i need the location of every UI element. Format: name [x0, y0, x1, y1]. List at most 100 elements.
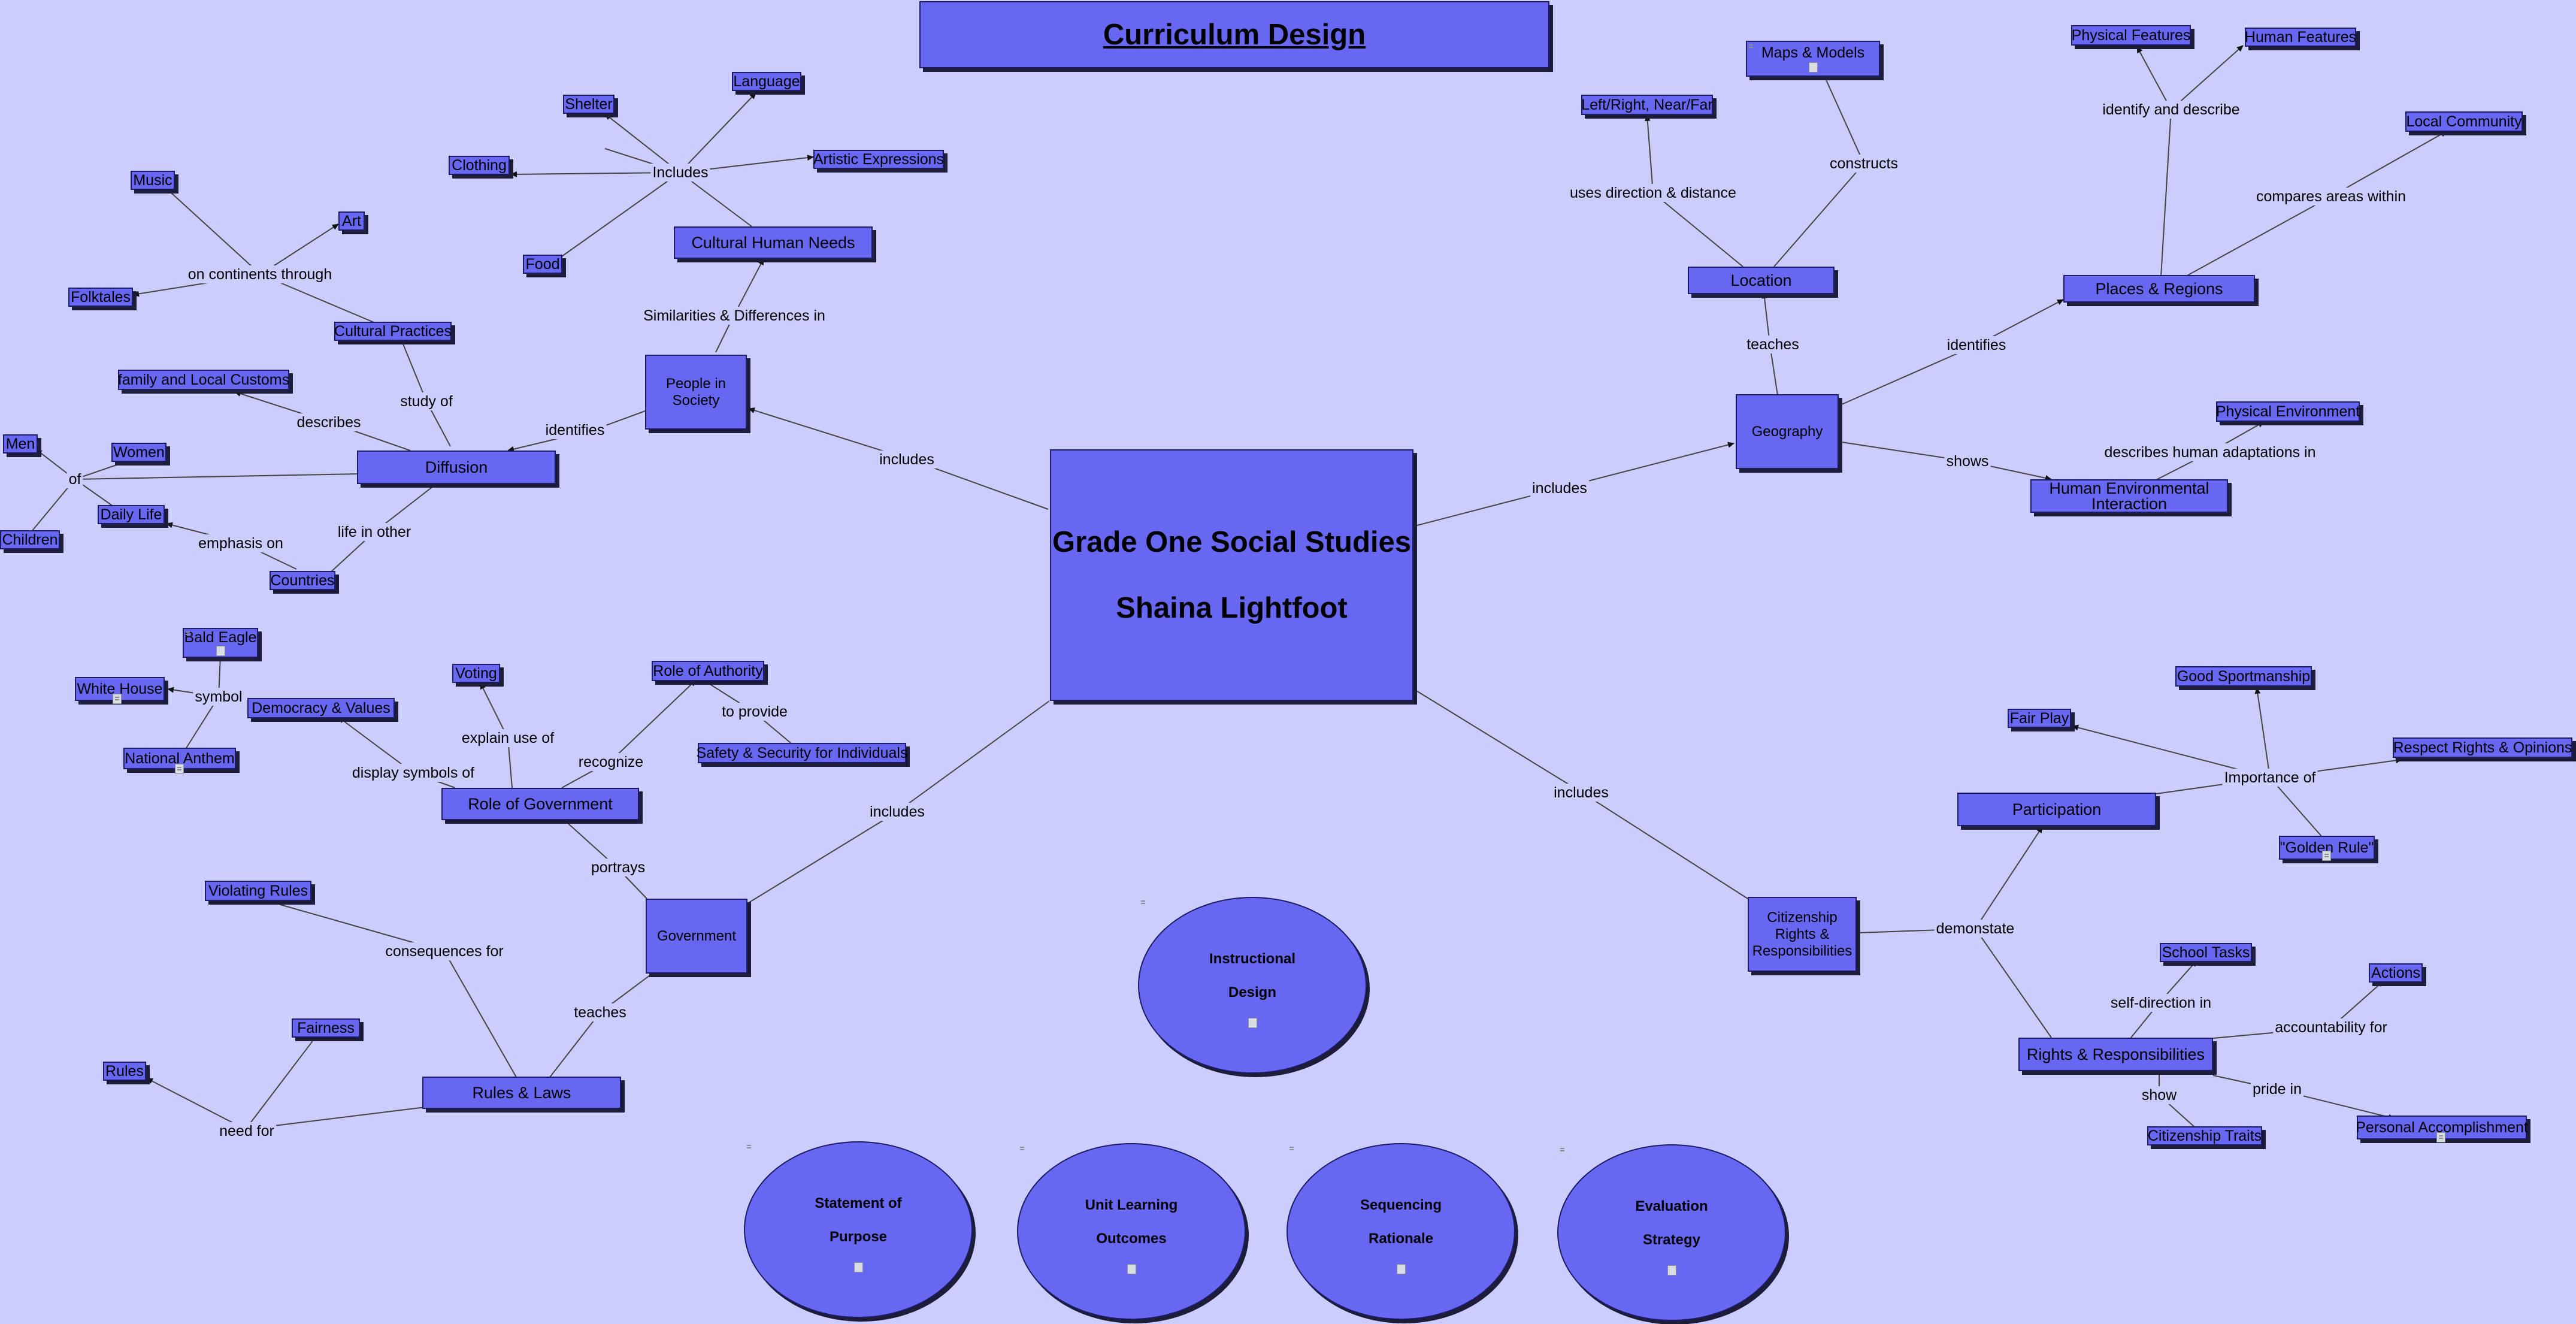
- node-role-of-government[interactable]: Role of Government: [441, 788, 639, 820]
- link-label: Importance of: [2222, 769, 2318, 787]
- maps-models-label: Maps & Models: [1761, 44, 1865, 61]
- node-physical-environment[interactable]: Physical Environment: [2216, 401, 2360, 422]
- link-label: portrays: [589, 859, 647, 876]
- node-clothing[interactable]: Clothing: [449, 156, 510, 175]
- national-anthem-label: National Anthem: [125, 749, 235, 767]
- node-democracy-values[interactable]: Democracy & Values: [247, 698, 395, 718]
- link-label: pride in: [2251, 1080, 2303, 1098]
- page-title: Curriculum Design: [919, 1, 1549, 68]
- ellipse-instructional-design[interactable]: Instructional Design: [1138, 897, 1367, 1074]
- link-label: demonstate: [1934, 920, 2017, 938]
- link-label: symbol: [193, 688, 244, 706]
- document-icon[interactable]: [853, 1262, 863, 1272]
- node-rights-responsibilities[interactable]: Rights & Responsibilities: [2018, 1038, 2213, 1071]
- ellipse-line: Statement of: [815, 1195, 902, 1211]
- node-rules-laws[interactable]: Rules & Laws: [422, 1077, 621, 1109]
- node-location[interactable]: Location: [1688, 267, 1835, 294]
- node-fair-play[interactable]: Fair Play: [2008, 709, 2071, 728]
- ellipse-line: Strategy: [1642, 1232, 1701, 1248]
- node-golden-rule[interactable]: "Golden Rule": [2279, 836, 2375, 860]
- node-voting[interactable]: Voting: [452, 664, 500, 683]
- link-label: display symbols of: [350, 764, 477, 782]
- node-participation[interactable]: Participation: [1957, 793, 2156, 826]
- ellipse-line: Unit Learning: [1085, 1197, 1178, 1213]
- link-label: Similarities & Differences in: [641, 307, 827, 325]
- node-geography[interactable]: Geography: [1736, 394, 1839, 469]
- node-left-right[interactable]: Left/Right, Near/Far: [1581, 95, 1713, 115]
- node-school-tasks[interactable]: School Tasks: [2160, 943, 2252, 962]
- node-children[interactable]: Children: [0, 530, 60, 549]
- node-artistic-expressions[interactable]: Artistic Expressions: [813, 150, 944, 169]
- document-icon[interactable]: [1396, 1264, 1406, 1274]
- node-human-features[interactable]: Human Features: [2245, 28, 2356, 47]
- ellipse-evaluation-strategy[interactable]: Evaluation Strategy: [1557, 1144, 1786, 1321]
- document-icon[interactable]: [1127, 1264, 1136, 1274]
- ellipse-line: Rationale: [1368, 1231, 1434, 1247]
- link-label: self-direction in: [2108, 994, 2214, 1012]
- ellipse-line: Outcomes: [1096, 1231, 1167, 1247]
- document-icon[interactable]: [175, 764, 184, 774]
- link-label: recognize: [576, 753, 646, 771]
- ellipse-unit-learning-outcomes[interactable]: Unit Learning Outcomes: [1017, 1143, 1246, 1320]
- ellipse-sequencing-rationale[interactable]: Sequencing Rationale: [1287, 1143, 1515, 1320]
- node-actions[interactable]: Actions: [2369, 963, 2423, 983]
- node-cultural-human-needs[interactable]: Cultural Human Needs: [674, 226, 873, 259]
- node-local-community[interactable]: Local Community: [2405, 111, 2523, 132]
- ellipse-line: Design: [1228, 984, 1276, 1000]
- link-label: teaches: [1745, 335, 1801, 353]
- node-physical-features[interactable]: Physical Features: [2071, 25, 2191, 46]
- node-daily-life[interactable]: Daily Life: [98, 505, 165, 524]
- node-music[interactable]: Music: [131, 171, 175, 190]
- center-node[interactable]: Grade One Social Studies Shaina Lightfoo…: [1050, 449, 1413, 701]
- node-folktales[interactable]: Folktales: [68, 288, 133, 307]
- document-icon[interactable]: [113, 694, 122, 704]
- link-label: emphasis on: [196, 534, 285, 552]
- node-maps-models[interactable]: Maps & Models: [1746, 41, 1880, 77]
- node-language[interactable]: Language: [732, 72, 801, 91]
- ellipse-statement-of-purpose[interactable]: Statement of Purpose: [744, 1141, 973, 1318]
- link-label: to provide: [720, 703, 789, 721]
- link-label: describes: [295, 413, 363, 431]
- document-icon[interactable]: [1248, 1018, 1257, 1028]
- node-women[interactable]: Women: [111, 443, 167, 462]
- link-label: includes: [1552, 784, 1611, 802]
- link-label: of: [66, 470, 83, 488]
- node-role-of-authority[interactable]: Role of Authority: [652, 661, 764, 681]
- link-label: identify and describe: [2100, 101, 2242, 119]
- link-label: show: [2139, 1086, 2179, 1104]
- document-icon[interactable]: [2322, 851, 2331, 861]
- node-human-env-interaction[interactable]: Human Environmental Interaction: [2030, 479, 2228, 513]
- node-countries[interactable]: Countries: [270, 571, 335, 590]
- node-diffusion[interactable]: Diffusion: [357, 451, 556, 484]
- node-citizenship[interactable]: Citizenship Rights & Responsibilities: [1748, 897, 1857, 972]
- node-respect-rights[interactable]: Respect Rights & Opinions: [2393, 737, 2572, 758]
- document-icon[interactable]: [1808, 62, 1818, 72]
- node-cultural-practices[interactable]: Cultural Practices: [334, 322, 452, 341]
- node-people-in-society[interactable]: People in Society: [645, 355, 747, 430]
- document-icon[interactable]: [2436, 1132, 2445, 1142]
- center-title: Grade One Social Studies: [1052, 526, 1412, 558]
- link-label: identifies: [1945, 336, 2008, 354]
- ellipse-line: Instructional: [1209, 951, 1295, 967]
- link-label: consequences for: [383, 942, 505, 960]
- node-safety-security[interactable]: Safety & Security for Individuals: [697, 743, 907, 763]
- node-fairness[interactable]: Fairness: [292, 1018, 360, 1038]
- document-icon[interactable]: [1667, 1265, 1676, 1275]
- node-art[interactable]: Art: [338, 211, 365, 231]
- link-label: includes: [868, 803, 927, 821]
- node-government[interactable]: Government: [646, 899, 747, 974]
- node-violating-rules[interactable]: Violating Rules: [205, 881, 311, 901]
- link-label: Includes: [650, 164, 710, 182]
- node-food[interactable]: Food: [523, 255, 562, 274]
- document-icon[interactable]: [216, 646, 225, 656]
- node-rules[interactable]: Rules: [103, 1062, 146, 1081]
- node-shelter[interactable]: Shelter: [563, 95, 615, 114]
- node-men[interactable]: Men: [3, 434, 38, 454]
- node-places-regions[interactable]: Places & Regions: [2063, 275, 2255, 303]
- node-bald-eagle[interactable]: Bald Eagle: [183, 628, 258, 658]
- node-citizenship-traits[interactable]: Citizenship Traits: [2147, 1126, 2262, 1145]
- node-good-sportsmanship[interactable]: Good Sportmanship: [2175, 666, 2312, 687]
- node-family-local-customs[interactable]: family and Local Customs: [118, 370, 289, 390]
- link-label: constructs: [1828, 155, 1900, 173]
- ellipse-line: Evaluation: [1635, 1198, 1708, 1214]
